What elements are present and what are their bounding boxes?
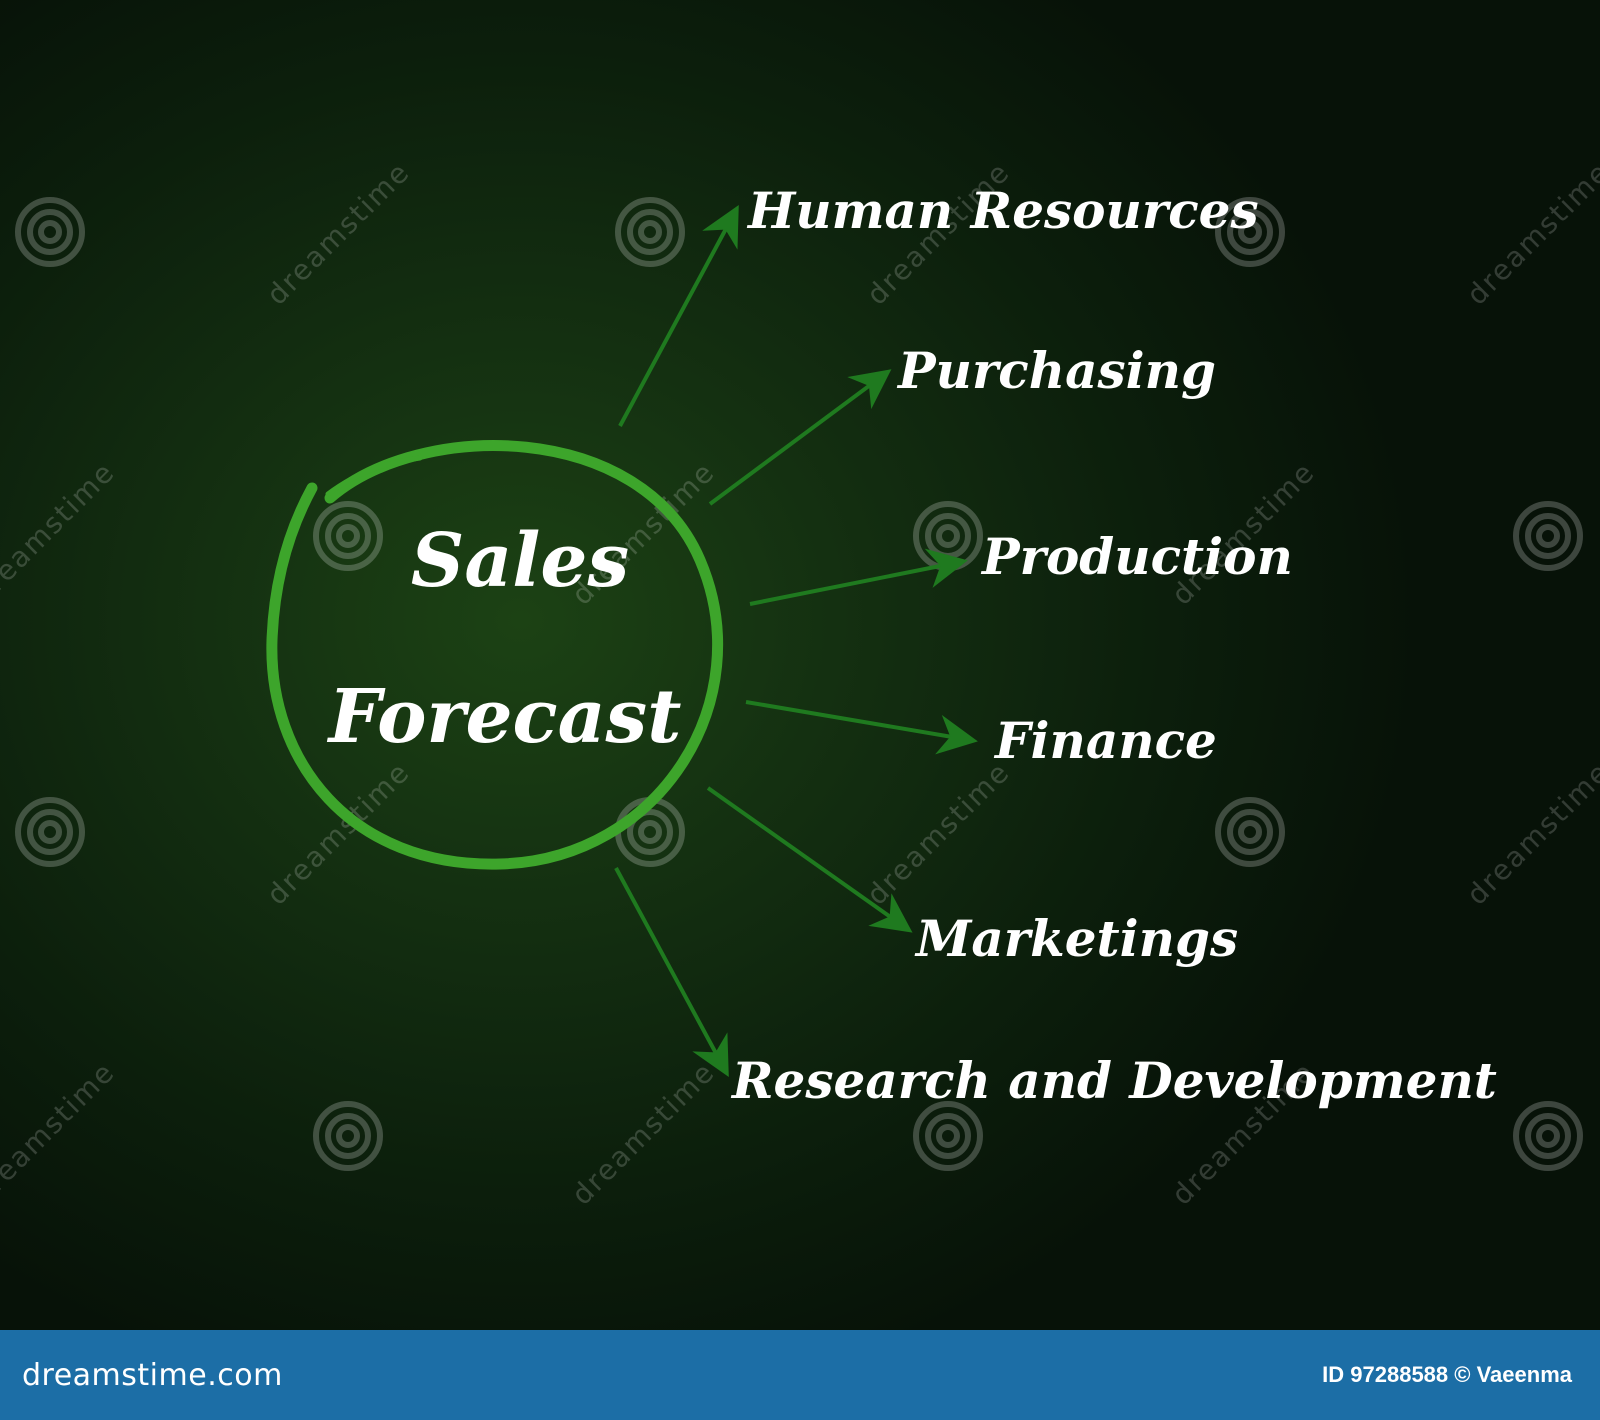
footer-credit: ID 97288588 © Vaeenma (1322, 1362, 1572, 1387)
branch-human-resources: Human Resources (746, 181, 1259, 240)
branch-finance: Finance (993, 711, 1217, 770)
watermark-text: dreamstime (260, 755, 416, 911)
watermark-spiral-icon (1215, 197, 1285, 267)
watermark-spiral-icon (15, 797, 85, 867)
branch-production: Production (980, 527, 1293, 586)
arrow-human-resources (618, 204, 739, 427)
arrow-production (749, 548, 968, 606)
watermark-text: dreamstime (260, 155, 416, 311)
watermark-spiral-icon (1513, 1101, 1583, 1171)
arrow-marketings (706, 786, 913, 933)
arrow-finance (745, 700, 978, 755)
watermark-spiral-icon (1513, 501, 1583, 571)
footer-bar: dreamstime.com ID 97288588 © Vaeenma (0, 1330, 1600, 1420)
footer-logo[interactable]: dreamstime.com (22, 1357, 283, 1393)
arrow-research-development (614, 867, 729, 1078)
branch-labels: Human Resources Purchasing Production Fi… (730, 181, 1497, 1110)
diagram-canvas: dreamstime dreamstime dreamstime dreamstime… (0, 0, 1600, 1330)
arrow-purchasing (708, 369, 892, 506)
branch-marketings: Marketings (914, 909, 1238, 968)
center-circle (266, 440, 723, 870)
watermark-spiral-icon (313, 501, 383, 571)
watermark-text: dreamstime (565, 1055, 721, 1211)
diagram-svg: dreamstime dreamstime dreamstime dreamstime… (0, 155, 1600, 1211)
watermark-spiral-icon (913, 501, 983, 571)
watermark-spiral-icon (913, 1101, 983, 1171)
watermark-text: dreamstime (1460, 155, 1600, 311)
center-label-line1: Sales (411, 518, 629, 604)
watermark-text: dreamstime (860, 755, 1016, 911)
watermark-spiral-icon (1215, 797, 1285, 867)
arrows (614, 204, 978, 1078)
watermark-text: dreamstime (0, 1055, 121, 1211)
watermark-spiral-icon (313, 1101, 383, 1171)
branch-research-development: Research and Development (730, 1051, 1497, 1110)
center-label-line2: Forecast (327, 674, 682, 760)
branch-purchasing: Purchasing (896, 341, 1216, 400)
watermark-text: dreamstime (0, 455, 121, 611)
watermark-text: dreamstime (1460, 755, 1600, 911)
watermark-spiral-icon (615, 197, 685, 267)
watermark-spiral-icon (15, 197, 85, 267)
